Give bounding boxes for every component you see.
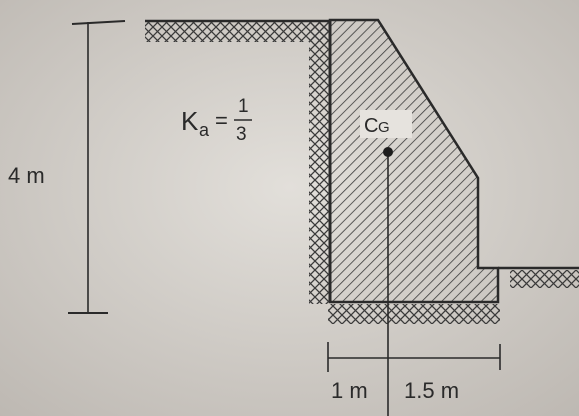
dimension-right-label: 1.5 m [404,378,459,403]
cg-label-background [360,110,412,138]
height-dimension-top-tick [71,20,126,25]
ka-subscript: a [199,120,210,140]
ka-numerator: 1 [238,96,249,117]
centroid-point [383,147,393,157]
cg-subscript: G [378,119,390,136]
toe-ground-hatch [510,270,579,288]
cg-label: C [364,115,378,137]
ka-symbol: K [181,106,199,136]
dimension-left-label: 1 m [331,378,368,403]
backfill-hatch [309,22,329,304]
ground-surface-top-hatch [145,22,330,42]
ka-equals: = [215,108,228,133]
retaining-wall-section [328,18,500,304]
height-label: 4 m [8,163,45,188]
foundation-soil-hatch [328,304,500,324]
ka-denominator: 3 [236,124,247,145]
